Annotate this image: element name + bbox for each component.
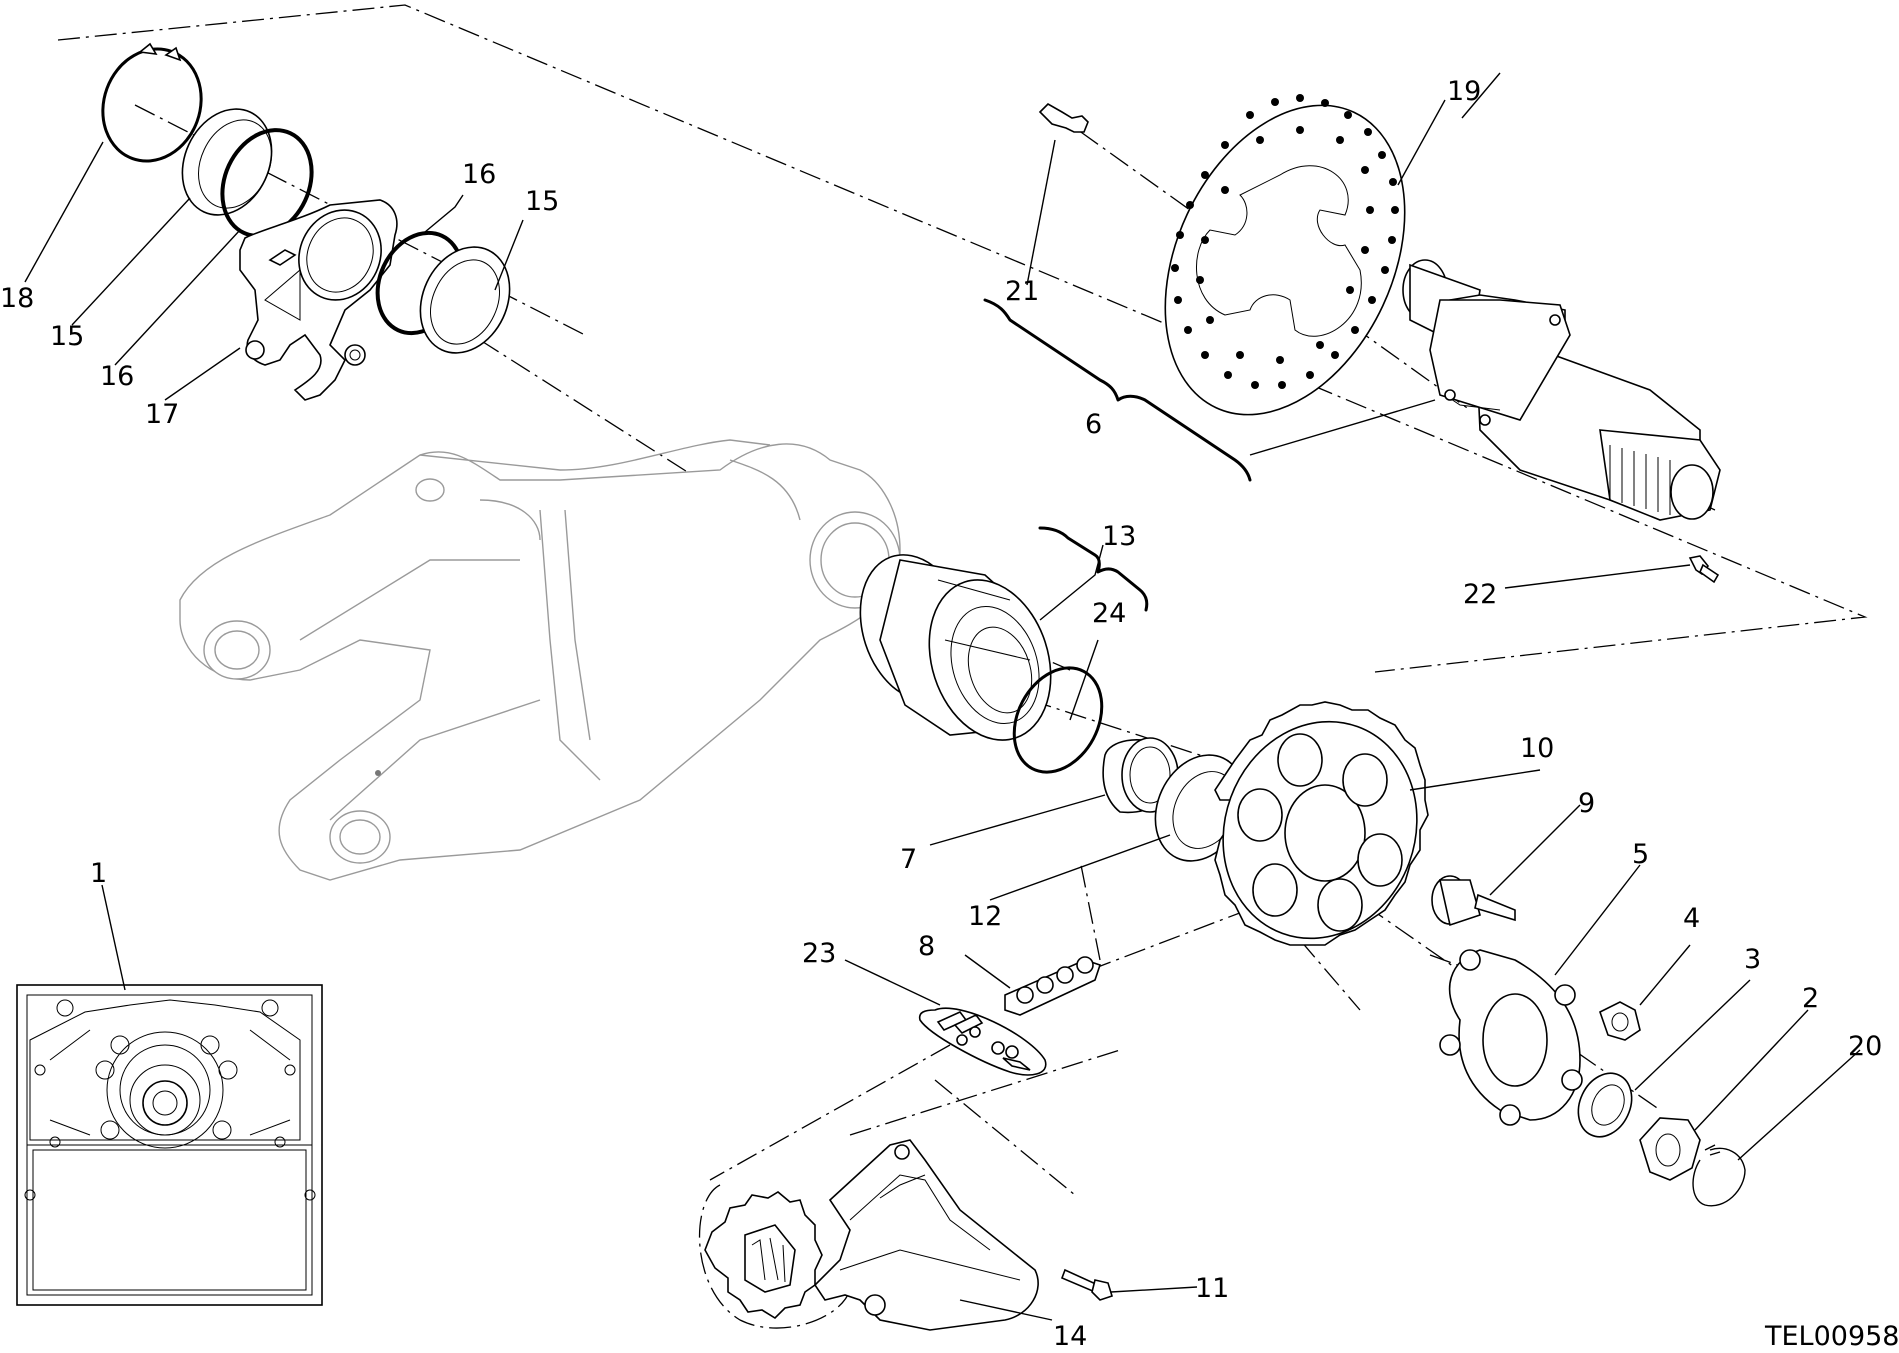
leader-lines [24,72,1861,1321]
sprocket-flange-5 [1439,949,1583,1126]
callout-7: 7 [900,844,917,875]
callout-17: 17 [145,399,179,430]
washer-3 [1577,1072,1633,1138]
callout-16-left: 16 [100,361,134,392]
callout-4: 4 [1683,903,1700,934]
nut-4 [1599,1001,1641,1041]
axle-nut-2 [1639,1117,1701,1181]
wheel-axle-6 [1402,259,1721,521]
callout-14: 14 [1053,1321,1087,1352]
brake-disc-19 [1164,94,1406,416]
callout-10: 10 [1520,733,1554,764]
callout-2: 2 [1802,983,1819,1014]
screw-11 [1060,1268,1113,1301]
circlip-18 [101,42,203,163]
caliper-bracket-17 [239,199,398,401]
callout-11: 11 [1195,1273,1229,1304]
callout-13: 13 [1102,521,1136,552]
inset-detail-1 [16,984,323,1306]
front-sprocket-ghost [698,1184,851,1329]
chain-link-8 [1004,956,1102,1016]
chain-joint-kit-23 [918,1007,1047,1076]
bracket-6 [983,298,1252,482]
o-ring-24 [1012,666,1104,774]
disc-holes [1171,94,1399,389]
reference-code: TEL00958 [1764,1321,1899,1352]
callout-20: 20 [1848,1031,1882,1062]
swingarm-ghost [179,439,901,881]
callout-16-right: 16 [462,159,496,190]
seal-ring-15a [181,108,273,216]
screw-22 [1688,555,1720,584]
o-ring-16a [220,128,314,238]
callout-21: 21 [1005,276,1039,307]
callout-9: 9 [1578,788,1595,819]
stud-9 [1431,875,1516,927]
sprocket-cover-14 [813,1139,1039,1331]
seal-ring-15b [419,246,511,354]
callout-3: 3 [1744,944,1761,975]
callout-1: 1 [90,858,107,889]
callout-18: 18 [0,283,34,314]
callout-labels: 1 2 3 4 5 6 7 8 9 10 11 12 13 14 15 15 1… [0,76,1882,1352]
callout-6: 6 [1085,409,1102,440]
bracket-13 [1038,526,1149,612]
callout-24: 24 [1092,598,1126,629]
valve-pin-21 [1038,103,1089,133]
callout-15-left: 15 [50,321,84,352]
callout-19: 19 [1447,76,1481,107]
callout-5: 5 [1632,839,1649,870]
rear-sprocket-10 [1214,701,1429,946]
callout-22: 22 [1463,579,1497,610]
callout-12: 12 [968,901,1002,932]
clip-20 [1692,1144,1746,1207]
callout-15-right: 15 [525,186,559,217]
callout-8: 8 [918,931,935,962]
eccentric-hub-13 [859,554,1052,741]
callout-23: 23 [802,938,836,969]
